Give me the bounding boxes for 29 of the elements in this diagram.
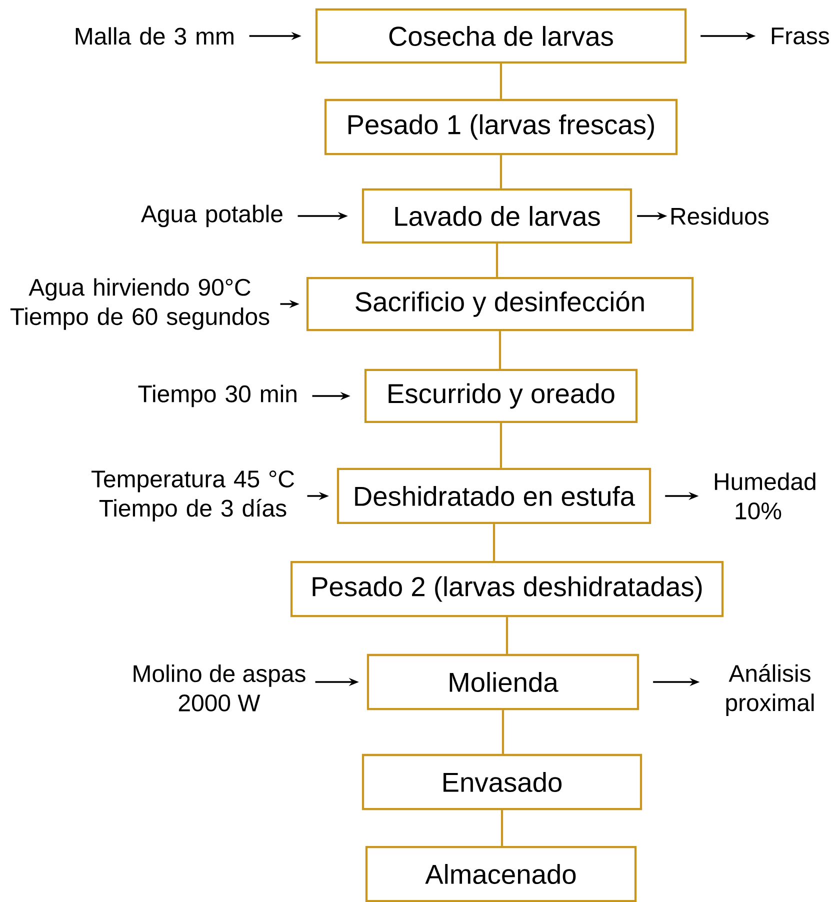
process-box: Sacrificio y desinfección	[306, 276, 694, 332]
connector-line	[500, 64, 502, 99]
side-label: Análisis proximal	[726, 664, 814, 716]
connector-line	[506, 617, 508, 654]
side-label: Malla de 3 mm	[76, 27, 234, 45]
side-label: Tiempo 30 min	[138, 384, 296, 408]
side-label: Frass	[772, 28, 830, 44]
process-box: Molienda	[366, 654, 640, 710]
process-box: Lavado de larvas	[362, 188, 632, 244]
side-label: Residuos	[671, 207, 769, 225]
side-label: Agua hirviendo 90°C Tiempo de 60 segundos	[10, 278, 270, 330]
process-box: Deshidratado en estufa	[336, 468, 652, 524]
process-box: Pesado 2 (larvas deshidratadas)	[290, 560, 724, 618]
connector-line	[500, 423, 502, 468]
process-box: Escurrido y oreado	[364, 368, 638, 424]
process-box: Pesado 1 (larvas frescas)	[324, 98, 678, 156]
connector-line	[500, 810, 504, 846]
process-box: Cosecha de larvas	[315, 8, 687, 64]
process-box: Almacenado	[365, 846, 637, 902]
connector-line	[498, 331, 502, 369]
side-label: Molino de aspas 2000 W	[134, 664, 306, 712]
side-label: Agua potable	[141, 204, 282, 228]
side-label: Temperatura 45 °C Tiempo de 3 días	[92, 470, 294, 522]
connector-line	[500, 155, 502, 188]
connector-line	[502, 710, 504, 754]
connector-line	[492, 524, 496, 561]
process-box: Envasado	[362, 754, 642, 810]
connector-line	[496, 244, 498, 277]
side-label: Humedad 10%	[714, 472, 816, 520]
